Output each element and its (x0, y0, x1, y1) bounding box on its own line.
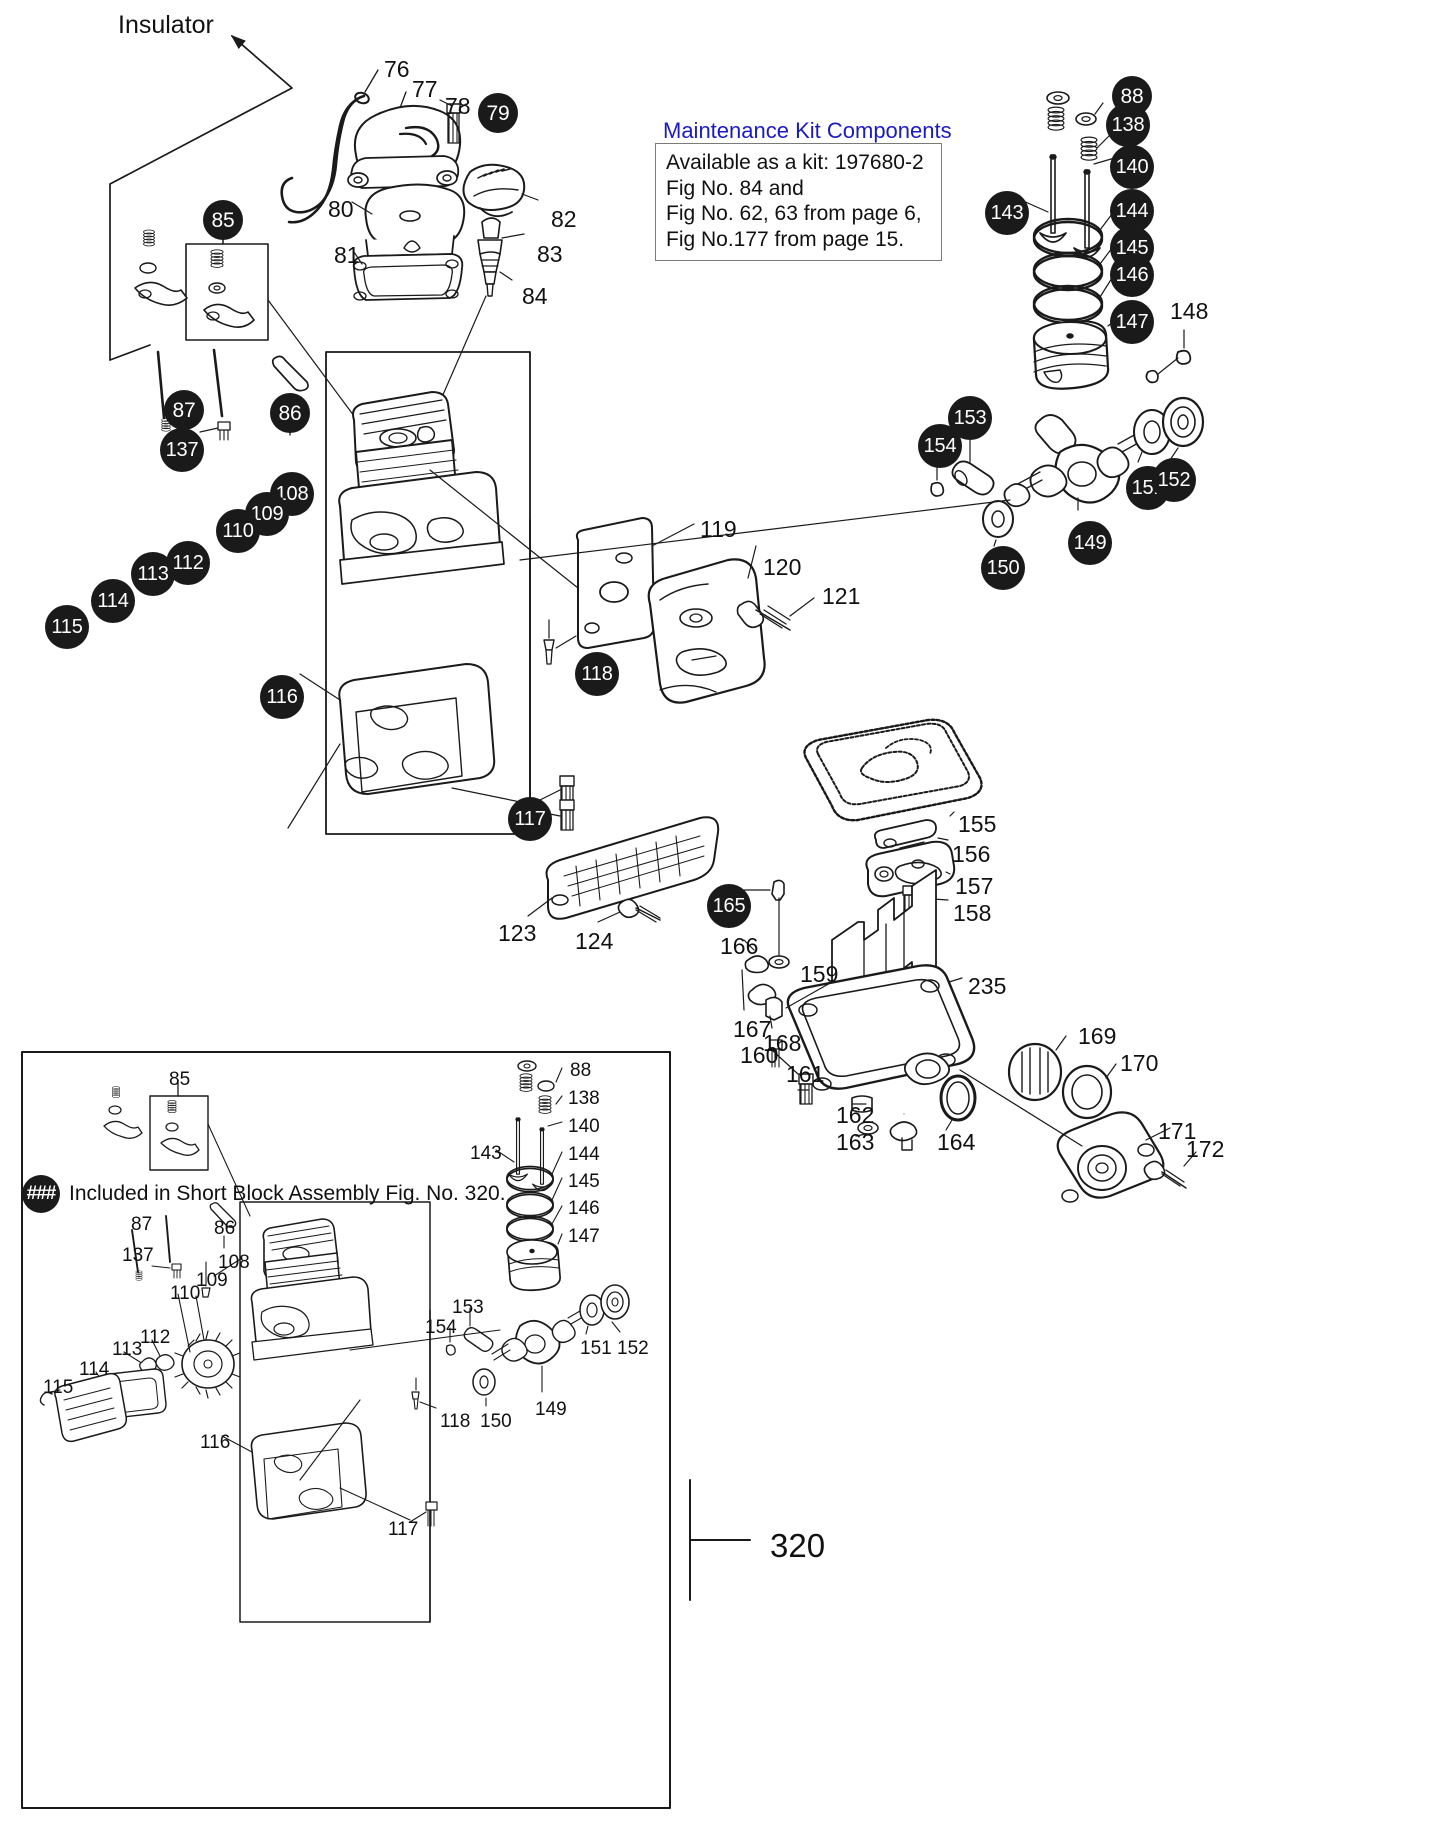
callout-bubble-165: 165 (707, 884, 751, 928)
callout-label-235: 235 (968, 973, 1007, 999)
inset-callout-label-143: 143 (470, 1143, 502, 1164)
inset-figure-reference: 320 (770, 1527, 826, 1564)
inset-callout-label-87: 87 (131, 1214, 153, 1235)
short-block-footnote: ### Included in Short Block Assembly Fig… (22, 1175, 506, 1213)
inset-callout-label-109: 109 (196, 1270, 228, 1291)
inset-callout-label-112: 112 (140, 1327, 171, 1348)
callout-bubble-150: 150 (981, 546, 1025, 590)
callout-label-168: 168 (763, 1030, 802, 1056)
callout-label-81: 81 (334, 242, 360, 268)
inset-callout-label-114: 114 (79, 1359, 110, 1380)
inset-callout-label-151: 151 (580, 1338, 612, 1359)
inset-callout-label-137: 137 (122, 1245, 154, 1266)
callout-label-155: 155 (958, 811, 997, 837)
inset-callout-label-113: 113 (112, 1339, 143, 1360)
hash-marker-icon: ### (22, 1175, 60, 1213)
callout-bubble-138: 138 (1106, 103, 1150, 147)
inset-callout-label-152: 152 (617, 1338, 649, 1359)
inset-callout-label-88: 88 (570, 1060, 592, 1081)
callout-label-120: 120 (763, 554, 802, 580)
inset-callout-label-118: 118 (440, 1411, 471, 1432)
callout-label-148: 148 (1170, 298, 1209, 324)
callout-label-167: 167 (733, 1016, 772, 1042)
callout-label-160: 160 (740, 1042, 779, 1068)
footnote-text: Included in Short Block Assembly Fig. No… (69, 1182, 506, 1205)
inset-callout-label-138: 138 (568, 1088, 600, 1109)
inset-callout-label-85: 85 (169, 1069, 191, 1090)
maintenance-kit-line-1: Available as a kit: 197680-2 (666, 151, 924, 174)
inset-callout-label-108: 108 (218, 1252, 250, 1273)
maintenance-kit-title: Maintenance Kit Components (663, 118, 952, 143)
callout-label-164: 164 (937, 1129, 976, 1155)
callout-label-124: 124 (575, 928, 614, 954)
callout-label-158: 158 (953, 900, 992, 926)
callout-label-171: 171 (1158, 1118, 1197, 1144)
callout-bubble-140: 140 (1110, 145, 1154, 189)
callout-bubble-153: 153 (948, 396, 992, 440)
inset-callout-label-153: 153 (452, 1297, 484, 1318)
callout-bubble-154: 154 (918, 424, 962, 468)
maintenance-kit-line-4: Fig No.177 from page 15. (666, 227, 905, 251)
inset-callout-label-144: 144 (568, 1144, 600, 1165)
callout-label-161: 161 (786, 1061, 825, 1087)
inset-callout-label-110: 110 (170, 1283, 201, 1304)
callout-bubble-144: 144 (1110, 189, 1154, 233)
callout-bubble-149: 149 (1068, 521, 1112, 565)
callout-label-76: 76 (384, 56, 410, 82)
callout-label-82: 82 (551, 206, 577, 232)
callout-bubble-85: 85 (203, 200, 243, 240)
callout-bubble-88: 88 (1112, 76, 1152, 116)
callout-label-157: 157 (955, 873, 994, 899)
callout-bubble-115: 115 (45, 605, 89, 649)
callout-bubble-86: 86 (270, 393, 310, 433)
maintenance-kit-line-3: Fig No. 62, 63 from page 6, (666, 202, 922, 226)
callout-bubble-143: 143 (985, 191, 1029, 235)
callout-bubble-116: 116 (260, 675, 304, 719)
inset-callout-label-146: 146 (568, 1198, 600, 1219)
maintenance-kit-note: Available as a kit: 197680-2 Fig No. 84 … (655, 143, 942, 262)
inset-callout-label-145: 145 (568, 1171, 600, 1192)
callout-bubble-118: 118 (575, 652, 619, 696)
callout-bubble-146: 146 (1110, 253, 1154, 297)
inset-callout-label-140: 140 (568, 1116, 600, 1137)
callout-label-77: 77 (412, 76, 438, 102)
callout-bubble-114: 114 (91, 579, 135, 623)
callout-label-83: 83 (537, 241, 563, 267)
callout-bubble-79: 79 (478, 93, 518, 133)
callout-label-80: 80 (328, 196, 354, 222)
callout-bubble-137: 137 (160, 428, 204, 472)
insulator-label: Insulator (118, 11, 214, 39)
callout-bubble-113: 113 (131, 552, 175, 596)
callout-bubble-117: 117 (508, 797, 552, 841)
maintenance-kit-line-2: Fig No. 84 and (666, 176, 804, 200)
callout-label-84: 84 (522, 283, 548, 309)
callout-bubble-87: 87 (164, 390, 204, 430)
callout-label-162: 162 (836, 1102, 875, 1128)
inset-callout-label-154: 154 (425, 1317, 457, 1338)
inset-callout-label-149: 149 (535, 1399, 567, 1420)
callout-label-156: 156 (952, 841, 991, 867)
callout-label-119: 119 (700, 516, 737, 542)
callout-label-169: 169 (1078, 1023, 1117, 1049)
callout-label-159: 159 (800, 961, 839, 987)
callout-label-166: 166 (720, 933, 759, 959)
callout-label-78: 78 (445, 93, 471, 119)
callout-bubble-152: 152 (1152, 458, 1196, 502)
callout-label-163: 163 (836, 1129, 875, 1155)
inset-callout-label-117: 117 (388, 1519, 419, 1540)
callout-label-123: 123 (498, 920, 537, 946)
inset-callout-label-116: 116 (200, 1432, 231, 1453)
inset-callout-label-115: 115 (43, 1377, 74, 1398)
callout-bubble-147: 147 (1110, 300, 1154, 344)
callout-bubble-110: 110 (216, 509, 260, 553)
callout-label-121: 121 (822, 583, 861, 609)
inset-callout-label-86: 86 (214, 1218, 236, 1239)
inset-callout-label-147: 147 (568, 1226, 600, 1247)
callout-label-172: 172 (1186, 1136, 1225, 1162)
inset-callout-label-150: 150 (480, 1411, 512, 1432)
callout-label-170: 170 (1120, 1050, 1159, 1076)
